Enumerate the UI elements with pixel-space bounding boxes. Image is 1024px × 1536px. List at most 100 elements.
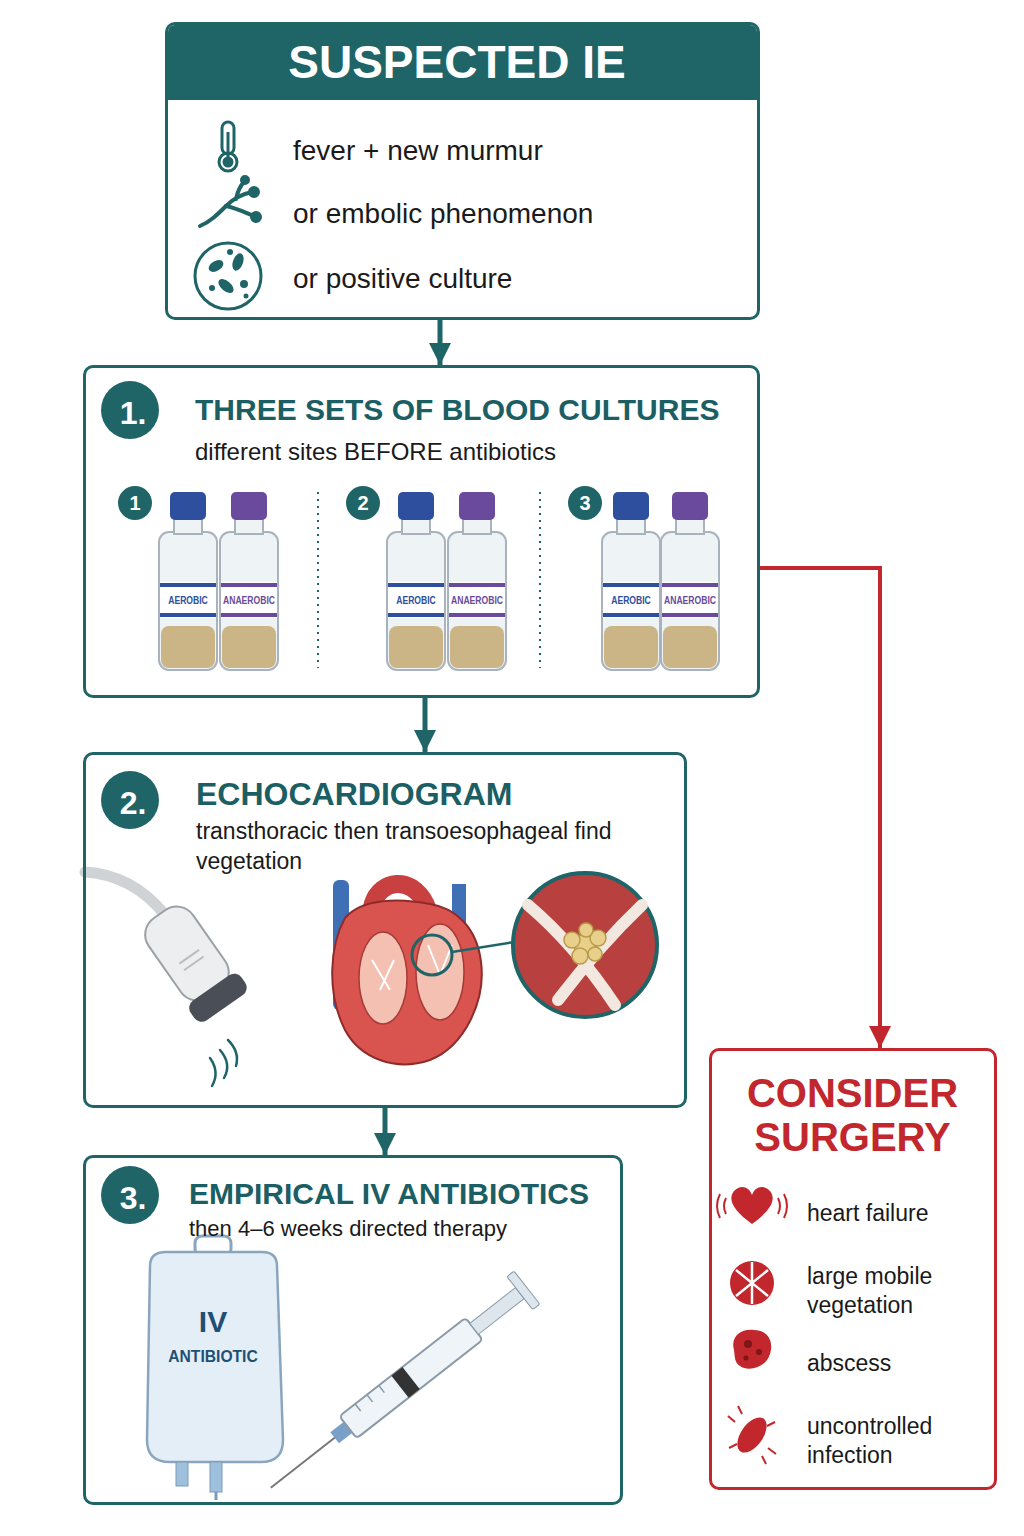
embolic-icon-part [250,188,258,196]
culture-bottle-part [221,582,277,618]
culture-bottle [387,492,445,670]
culture-bottle-part [387,532,445,670]
abscess-icon [733,1330,771,1369]
flow-arrow [760,568,880,1048]
step-number: 2. [105,784,161,822]
bag-label: ANTIBIOTIC [168,1348,257,1365]
vegetation-zoom-part-part [572,948,588,964]
step-box: 2.ECHOCARDIOGRAMtransthoracic then trans… [83,752,687,1108]
set-number-disc-part [346,486,380,520]
culture-bottle-part [603,582,659,618]
indication-text: heart failure [807,1199,979,1228]
culture-bottle [602,492,660,670]
culture-bottle-part [221,583,277,587]
culture-bottle-part [160,582,216,618]
vegetation-zoom-part [564,923,606,964]
culture-bottle-part [617,518,645,534]
embolic-icon-part [236,182,244,199]
culture-bottle-part [603,613,659,617]
culture-bottle-part [672,492,708,520]
infection-icon-part-part [738,1406,742,1414]
vegetation-zoom-part-part [579,923,593,937]
culture-icon-part [216,276,236,295]
heart-illustration [332,880,514,1064]
culture-bottles [159,492,719,670]
culture-bottle-part [160,583,216,587]
culture-bottle-part [174,518,202,534]
set-number-disc-part [118,486,152,520]
flow-arrow [438,320,443,365]
step-box: 1.THREE SETS OF BLOOD CULTURESdifferent … [83,365,760,698]
syringe-part [271,1437,336,1488]
culture-bottle-part [459,492,495,520]
ultrasound-probe-part [134,896,250,1025]
culture-bottle-part [449,613,505,617]
culture-bottle-part [663,626,717,668]
box-heading: SUSPECTED IE [168,35,746,90]
culture-bottle-part [389,626,443,668]
set-number-disc [118,486,602,520]
bottle-label: ANAEROBIC [664,595,716,606]
ultrasound-probe-part-part [186,970,251,1025]
infection-icon-part-part [762,1456,766,1464]
culture-icon-part [244,294,249,299]
set-divider-part [317,492,319,668]
culture-bottle [448,492,506,670]
culture-bottle-part [448,532,506,670]
ultrasound-probe-part-part [184,956,204,970]
culture-icon-part [207,258,226,275]
step-number: 3. [105,1179,161,1217]
vegetation-zoom-part-part [564,932,580,948]
culture-bottle-part [231,492,267,520]
set-number: 1 [129,493,140,513]
culture-bottle-part [661,532,719,670]
culture-bottle-part [222,626,276,668]
culture-bottle-part [388,582,444,618]
step-subtitle: transthoracic then transoesophageal find… [196,817,651,877]
bottle-label: ANAEROBIC [223,595,275,606]
vegetation-zoom-part [513,873,657,1017]
iv-bag-part [176,1462,188,1486]
heart-illustration-part [412,935,452,975]
culture-bottle-part [161,626,215,668]
ultrasound-probe [85,872,250,1086]
criterion-text: fever + new murmur [293,134,543,168]
ultrasound-probe-part [85,872,165,915]
infection-icon-part-part [729,1444,737,1448]
step-title: EMPIRICAL IV ANTIBIOTICS [189,1176,589,1212]
step-number: 1. [105,394,161,432]
set-divider [318,492,540,668]
syringe-part-part [379,1386,385,1393]
syringe-part [507,1271,540,1310]
bag-label: IV [199,1307,227,1337]
iv-bag-part [215,1492,218,1500]
bottle-label: AEROBIC [396,595,436,606]
vegetation-zoom [513,873,657,1017]
flow-arrow [383,1108,388,1155]
thermometer-icon-part [224,158,232,166]
bottle-label: AEROBIC [168,595,208,606]
culture-bottle-part [388,613,444,617]
ultrasound-probe-part-part [228,1040,237,1066]
culture-bottle-part [676,518,704,534]
embolic-icon-part [242,177,248,183]
syringe-part [355,1386,384,1412]
culture-bottle-part [449,582,505,618]
syringe-part [391,1367,419,1398]
vegetation-icon-part [730,1261,774,1305]
ultrasound-probe-part-part [220,1050,227,1078]
flow-arrow [423,698,428,752]
culture-bottle-part [160,613,216,617]
culture-bottle-part [450,626,504,668]
culture-icon [195,243,261,309]
culture-bottle [220,492,278,670]
set-number: 3 [579,493,590,513]
culture-icon-part [230,252,246,272]
syringe-part [470,1288,524,1335]
set-number: 2 [357,493,368,513]
culture-bottle-part [235,518,263,534]
culture-bottle-part [159,532,217,670]
heart-illustration-part [332,901,482,1065]
vegetation-zoom-part [558,905,642,1000]
